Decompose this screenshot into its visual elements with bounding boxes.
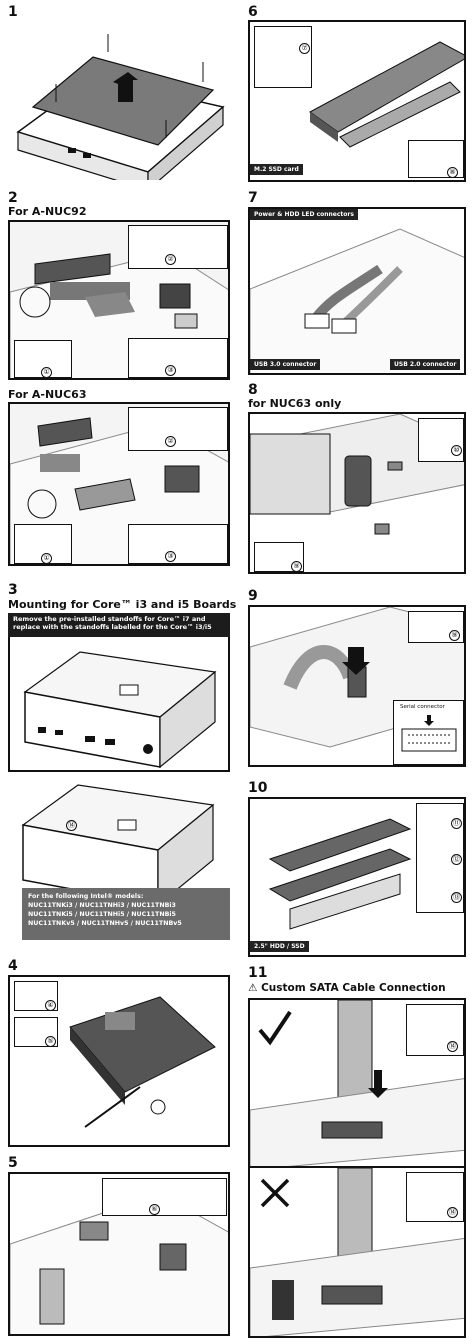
usb3-connector-label: USB 3.0 connector <box>250 359 321 370</box>
callout-3: ③ <box>165 365 176 376</box>
step-4-inset-screw: ④ <box>14 981 58 1011</box>
step-9-inset-cable: ⑨ <box>408 611 464 643</box>
callout-8: ⑧ <box>447 167 458 178</box>
step-5-number: 5 <box>8 1155 18 1171</box>
step-8-inset-screw: ⑩ <box>418 418 464 462</box>
m2-ssd-label: M.2 SSD card <box>250 164 303 175</box>
step-11-wrong-illustration: ⑭ <box>248 1168 466 1338</box>
callout-13: ⑬ <box>451 892 462 903</box>
step-2-nuc63-illustration: ② ① ③ <box>8 402 230 566</box>
callout-2: ② <box>165 254 176 265</box>
callout-14-wrong: ⑭ <box>447 1207 458 1218</box>
step-2-heading-nuc63: For A-NUC63 <box>8 388 87 401</box>
step-8-illustration: ⑩ ⑨ <box>248 412 466 574</box>
callout-3b: ③ <box>165 551 176 562</box>
callout-14-correct: ⑭ <box>447 1041 458 1052</box>
step-4-illustration: ④ ⑤ <box>8 975 230 1147</box>
step-10-number: 10 <box>248 780 268 796</box>
step-6-inset-standoff: ⑦ <box>254 26 312 88</box>
step-1-illustration <box>8 22 230 180</box>
step-11-correct-inset: ⑭ <box>406 1004 464 1056</box>
step-2-nuc63-inset-block: ③ <box>128 524 228 564</box>
step-8-inset-cable: ⑨ <box>254 542 304 572</box>
note-line-1: NUC11TNKi3 / NUC11TNHi3 / NUC11TNBi3 <box>28 902 176 910</box>
step-3-models-note: For the following Intel® models: NUC11TN… <box>22 888 230 940</box>
step-2-nuc63-inset-pad: ② <box>128 407 228 451</box>
step-8-number: 8 <box>248 382 258 398</box>
step-4-number: 4 <box>8 958 18 974</box>
callout-2b: ② <box>165 436 176 447</box>
step-3-number: 3 <box>8 582 18 598</box>
step-3-case-illustration <box>8 637 230 772</box>
callout-5: ⑤ <box>45 1036 56 1047</box>
note-line-3: NUC11TNKv5 / NUC11TNHv5 / NUC11TNBv5 <box>28 920 182 928</box>
step-11-heading-row: ⚠ Custom SATA Cable Connection <box>248 982 446 994</box>
callout-9b: ⑨ <box>449 630 460 641</box>
callout-4: ④ <box>45 1000 56 1011</box>
step-6-inset-pad: ⑧ <box>408 140 464 178</box>
note-title: For the following Intel® models: <box>28 893 144 900</box>
step-6-number: 6 <box>248 4 258 20</box>
step-2-heading-nuc92: For A-NUC92 <box>8 205 87 218</box>
step-2-nuc92-inset-block: ③ <box>128 338 228 378</box>
callout-1: ① <box>41 367 52 378</box>
callout-12: ⑫ <box>451 854 462 865</box>
step-2-nuc92-inset-pin: ① <box>14 340 72 378</box>
step-5-illustration: ⑥ <box>8 1172 230 1336</box>
warning-icon: ⚠ <box>248 982 258 994</box>
step-10-inset-parts: ⑪ ⑫ ⑬ <box>416 803 464 913</box>
step-3-standoff-illustration: ⑭ For the following Intel® models: NUC11… <box>8 780 230 940</box>
step-3-banner: Remove the pre-installed standoffs for C… <box>8 613 230 637</box>
callout-7: ⑦ <box>299 43 310 54</box>
step-11-heading: Custom SATA Cable Connection <box>261 982 446 994</box>
step-3-heading: Mounting for Core™ i3 and i5 Boards <box>8 598 237 611</box>
serial-connector-label: Serial connector <box>400 704 445 710</box>
step-4-inset-washer: ⑤ <box>14 1017 58 1047</box>
callout-14-standoff: ⑭ <box>66 820 77 831</box>
step-8-heading: for NUC63 only <box>248 397 342 410</box>
callout-9: ⑨ <box>291 561 302 572</box>
hdd-ssd-label: 2.5" HDD / SSD <box>250 941 309 952</box>
step-2-nuc92-illustration: ② ① ③ <box>8 220 230 380</box>
step-9-number: 9 <box>248 588 258 604</box>
step-10-illustration: ⑪ ⑫ ⑬ 2.5" HDD / SSD <box>248 797 466 957</box>
step-2-nuc92-inset-pad: ② <box>128 225 228 269</box>
step-7-illustration: Power & HDD LED connectors USB 3.0 conne… <box>248 207 466 375</box>
callout-1b: ① <box>41 553 52 564</box>
led-connectors-label: Power & HDD LED connectors <box>250 209 358 220</box>
step-7-number: 7 <box>248 190 258 206</box>
step-11-number: 11 <box>248 965 268 981</box>
step-5-inset-bracket: ⑥ <box>102 1178 227 1216</box>
step-2-nuc63-inset-pin: ① <box>14 524 72 564</box>
step-9-illustration: ⑨ Serial connector <box>248 605 466 767</box>
step-9-inset-serial: Serial connector <box>393 700 464 765</box>
step-1-number: 1 <box>8 4 18 20</box>
usb2-connector-label: USB 2.0 connector <box>390 359 461 370</box>
step-2-number: 2 <box>8 190 18 206</box>
callout-11: ⑪ <box>451 818 462 829</box>
step-11-correct-illustration: ⑭ <box>248 998 466 1168</box>
step-6-illustration: ⑦ ⑧ M.2 SSD card <box>248 20 466 182</box>
callout-6: ⑥ <box>149 1204 160 1215</box>
step-11-wrong-inset: ⑭ <box>406 1172 464 1222</box>
note-line-2: NUC11TNKi5 / NUC11TNHi5 / NUC11TNBi5 <box>28 911 176 919</box>
callout-10: ⑩ <box>451 445 462 456</box>
